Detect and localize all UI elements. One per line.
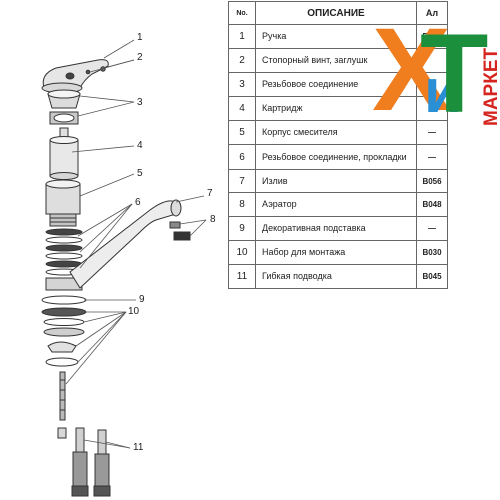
row-desc: Корпус смесителя (255, 120, 417, 145)
row-desc: Гибкая подводка (255, 264, 417, 289)
spout-part (69, 199, 182, 289)
table-row: 10 Набор для монтажа B030 (228, 240, 448, 265)
table-row: 7 Излив B056 (228, 169, 448, 193)
header-no: No. (228, 1, 256, 25)
row-desc: Декоративная подставка (255, 216, 417, 241)
table-header-row: No. ОПИСАНИЕ Ал (228, 1, 448, 25)
row-desc: Ручка (255, 24, 417, 49)
table-row: 8 Аэратор B048 (228, 192, 448, 217)
callout-2: 2 (137, 52, 143, 63)
row-desc: Резьбовое соединение (255, 72, 417, 97)
parts-table: No. ОПИСАНИЕ Ал 1 Ручка B010 2 Стопорный… (228, 1, 448, 289)
row-desc: Стопорный винт, заглушк (255, 48, 417, 73)
cartridge-part (49, 127, 79, 180)
decorative-base-part (41, 295, 87, 305)
header-article: Ал (416, 1, 448, 25)
table-row: 1 Ручка B010 (228, 24, 448, 49)
table-row: 5 Корпус смесителя — (228, 120, 448, 145)
row-no: 5 (228, 120, 256, 145)
callout-7: 7 (207, 188, 213, 199)
row-no: 9 (228, 216, 256, 241)
callout-1: 1 (137, 32, 143, 43)
callout-5: 5 (137, 168, 143, 179)
row-desc: Излив (255, 169, 417, 193)
callout-8: 8 (210, 214, 216, 225)
row-art: — (416, 216, 448, 241)
row-desc: Аэратор (255, 192, 417, 217)
row-no: 2 (228, 48, 256, 73)
table-row: 3 Резьбовое соединение (228, 72, 448, 97)
callout-4: 4 (137, 140, 143, 151)
row-art (416, 48, 448, 73)
table-row: 4 Картридж (228, 96, 448, 121)
row-no: 6 (228, 144, 256, 170)
row-no: 11 (228, 264, 256, 289)
row-no: 7 (228, 169, 256, 193)
threaded-cap-part (47, 89, 81, 125)
callout-10: 10 (128, 306, 140, 317)
table-row: 2 Стопорный винт, заглушк (228, 48, 448, 73)
row-art: — (416, 144, 448, 170)
row-art: — (416, 120, 448, 145)
table-row: 9 Декоративная подставка — (228, 216, 448, 241)
row-desc: Картридж (255, 96, 417, 121)
row-no: 4 (228, 96, 256, 121)
row-desc: Резьбовое соединение, прокладки (255, 144, 417, 170)
row-art (416, 96, 448, 121)
row-art: B056 (416, 169, 448, 193)
callout-6: 6 (135, 197, 141, 208)
flexible-hoses-part (71, 427, 111, 497)
row-art (416, 72, 448, 97)
row-no: 10 (228, 240, 256, 265)
row-art: B010 (416, 24, 448, 49)
row-no: 1 (228, 24, 256, 49)
row-art: B030 (416, 240, 448, 265)
table-row: 11 Гибкая подводка B045 (228, 264, 448, 289)
leader-lines (65, 39, 207, 449)
faucet-body-part (45, 179, 81, 227)
table-row: 6 Резьбовое соединение, прокладки — (228, 144, 448, 170)
mounting-kit-part (41, 307, 87, 439)
header-description: ОПИСАНИЕ (255, 1, 417, 25)
callout-11: 11 (133, 442, 144, 453)
row-no: 3 (228, 72, 256, 97)
aerator-part (169, 221, 191, 241)
row-desc: Набор для монтажа (255, 240, 417, 265)
handle-part (41, 59, 109, 94)
callout-9: 9 (139, 294, 145, 305)
gasket-rings-part (45, 228, 83, 291)
row-art: B045 (416, 264, 448, 289)
callout-3: 3 (137, 97, 143, 108)
row-no: 8 (228, 192, 256, 217)
row-art: B048 (416, 192, 448, 217)
